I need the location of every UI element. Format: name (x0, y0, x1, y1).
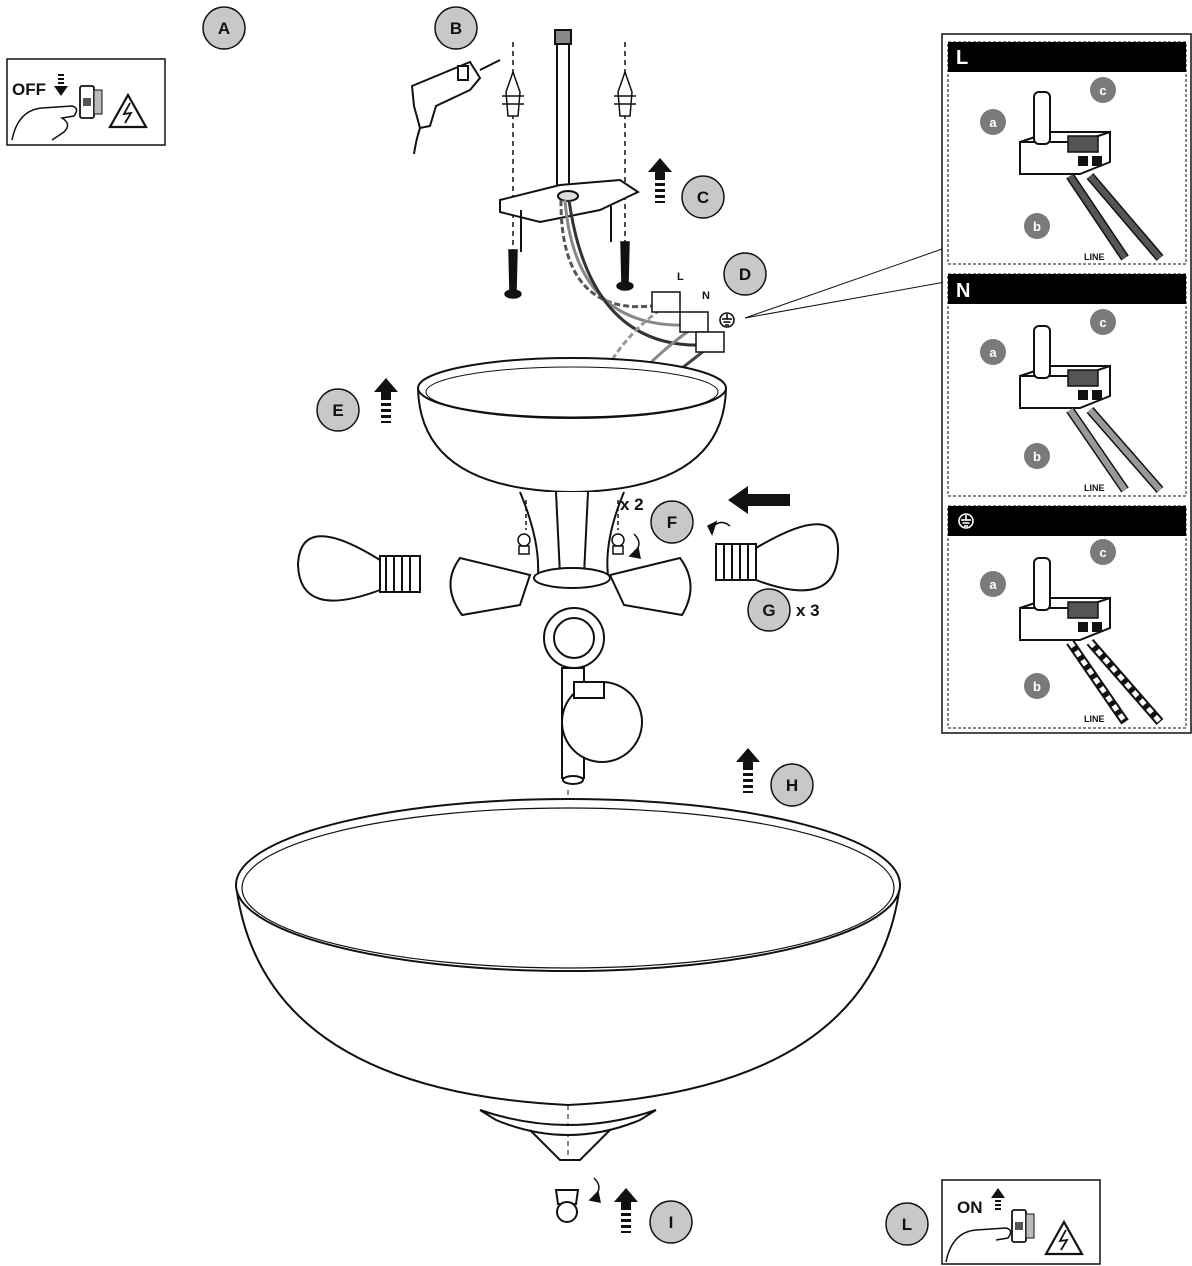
step-badge-d: D (723, 252, 767, 296)
substep-letter: b (1033, 679, 1041, 694)
cable-core (1067, 174, 1163, 260)
rotate-icon (706, 520, 731, 536)
finial-nut (554, 1189, 580, 1223)
cable-core (1067, 408, 1163, 492)
step-badge-h: H (770, 763, 814, 807)
callout-lines (744, 247, 946, 319)
step-badge-b: B (434, 6, 478, 50)
substep-letter: a (989, 115, 997, 130)
detail-panel-live: L LINE a c b (947, 41, 1187, 265)
step-letter-i: I (669, 1213, 674, 1232)
drill-icon (410, 59, 501, 155)
bulb-icon (296, 535, 421, 602)
detail-panel-earth: LINE a c b (947, 505, 1187, 729)
detail-panel-neutral: N LINE a c b (947, 273, 1187, 497)
switch-on-panel: ON (941, 1179, 1101, 1265)
screw-icon (504, 241, 634, 299)
cable-label: LINE (1084, 714, 1105, 724)
substep-letter: b (1033, 219, 1041, 234)
step-badge-c: C (681, 175, 725, 219)
step-letter-c: C (697, 188, 709, 207)
detail-panels: L LINE a c b (941, 33, 1192, 734)
substep-letter: c (1099, 83, 1106, 98)
step-letter-b: B (450, 19, 462, 38)
arrow-up-icon (736, 748, 760, 793)
substep-letter: b (1033, 449, 1041, 464)
terminal-label-neutral: N (702, 290, 710, 302)
arrow-left-icon (728, 486, 790, 514)
bulb-quantity: x 3 (796, 601, 820, 620)
step-badge-a: A (202, 6, 246, 50)
panel-title-neutral: N (956, 280, 970, 302)
step-letter-l: L (902, 1215, 912, 1234)
arrow-up-icon (374, 378, 398, 423)
terminal-label-live: L (677, 271, 684, 283)
earth-ground-icon (719, 312, 735, 328)
step-badge-i: I (649, 1200, 693, 1244)
screw-icon (517, 500, 625, 555)
substep-badge-b: b (1024, 213, 1050, 239)
substep-letter: c (1099, 315, 1106, 330)
arrow-up-icon (614, 1188, 638, 1233)
switch-on-label: ON (957, 1198, 983, 1217)
rotate-icon (628, 533, 641, 559)
switch-off-panel: OFF (6, 58, 166, 146)
substep-letter: a (989, 345, 997, 360)
step-letter-h: H (786, 776, 798, 795)
rotate-icon (588, 1177, 601, 1203)
substep-badge-c: c (1090, 77, 1116, 103)
hand-icon (11, 105, 78, 141)
step-letter-e: E (332, 401, 343, 420)
step-badge-g: G (747, 588, 791, 632)
glass-bowl (235, 798, 901, 1161)
step-badge-l: L (885, 1202, 929, 1246)
step-letter-a: A (218, 19, 230, 38)
step-letter-d: D (739, 265, 751, 284)
substep-badge-c: c (1090, 309, 1116, 335)
step-letter-f: F (667, 513, 677, 532)
substep-letter: a (989, 577, 997, 592)
substep-badge-a: a (980, 109, 1006, 135)
substep-badge-b: b (1024, 443, 1050, 469)
mounting-bracket (499, 29, 641, 252)
cable-label: LINE (1084, 483, 1105, 493)
circuit-breaker-icon (1011, 1209, 1035, 1243)
terminal-block (651, 291, 725, 353)
substep-badge-a: a (980, 339, 1006, 365)
screw-quantity: x 2 (620, 495, 644, 514)
switch-off-label: OFF (12, 80, 46, 99)
ceiling-canopy (417, 357, 727, 494)
hand-icon (945, 1227, 1012, 1263)
arrow-up-icon (648, 158, 672, 203)
cable-label: LINE (1084, 252, 1105, 262)
cable-core (1067, 640, 1162, 724)
substep-badge-a: a (980, 571, 1006, 597)
panel-title-live: L (956, 47, 968, 69)
circuit-breaker-icon (79, 85, 103, 119)
substep-letter: c (1099, 545, 1106, 560)
step-letter-g: G (762, 601, 775, 620)
substep-badge-c: c (1090, 539, 1116, 565)
substep-badge-b: b (1024, 673, 1050, 699)
step-badge-f: F (650, 500, 694, 544)
wall-plug-icon (502, 42, 636, 260)
bulb-icon (561, 681, 643, 763)
step-badge-e: E (316, 388, 360, 432)
bulb-icon (715, 523, 840, 592)
